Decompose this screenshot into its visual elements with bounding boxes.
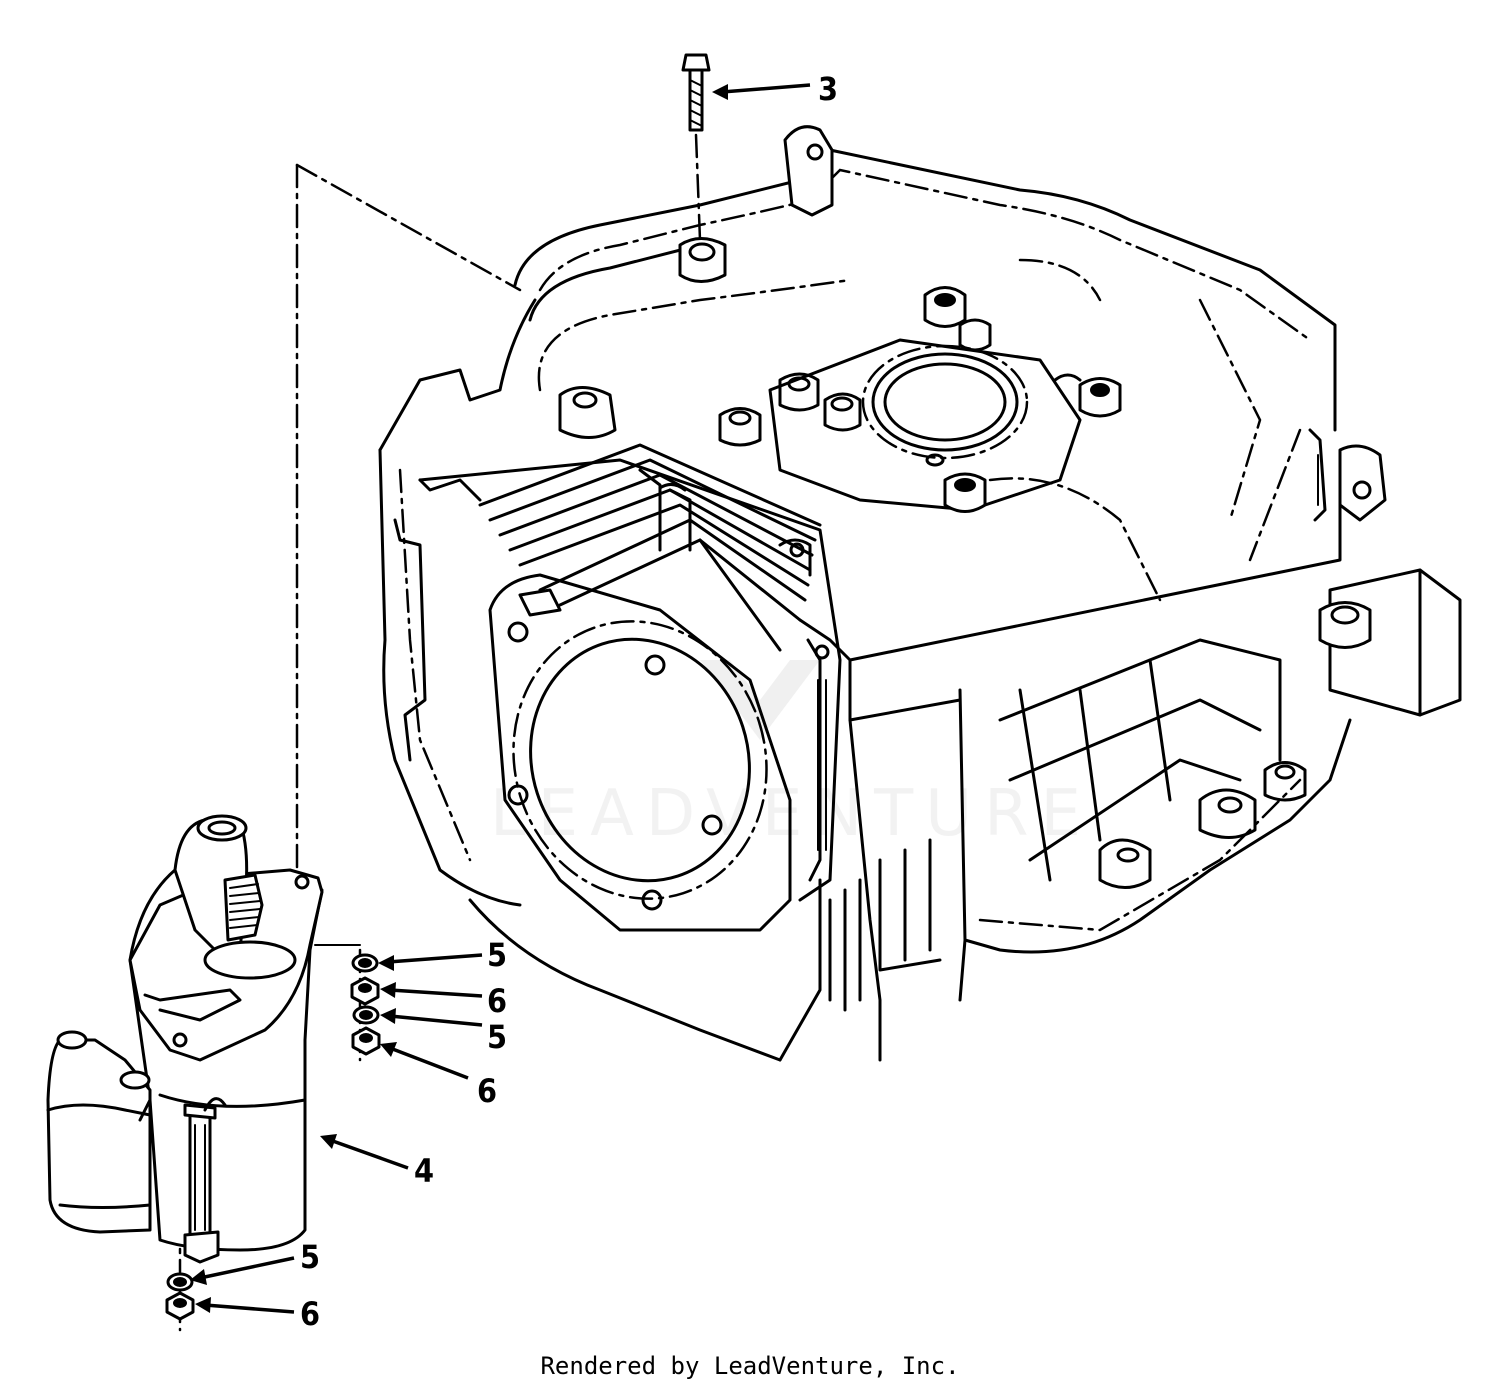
- main-bearing-seal: [861, 344, 1029, 460]
- callout-label-6b: 6: [477, 1072, 497, 1110]
- starter-motor[interactable]: [46, 814, 324, 1264]
- callout-label-6c: 6: [300, 1295, 320, 1333]
- callout-label-5c: 5: [300, 1238, 320, 1276]
- callout-arrows: [190, 83, 811, 1314]
- nut-6c[interactable]: [165, 1291, 195, 1321]
- nut-6b[interactable]: [351, 1026, 381, 1056]
- callout-label-4: 4: [414, 1152, 434, 1190]
- cylinder-bore: [512, 620, 768, 900]
- callout-label-5a: 5: [487, 936, 507, 974]
- washer-5a[interactable]: [351, 953, 379, 973]
- callout-label-3: 3: [818, 70, 838, 108]
- starter-bolt[interactable]: [681, 53, 711, 242]
- engine-crankcase[interactable]: [378, 125, 1462, 1062]
- washer-5b[interactable]: [352, 1005, 380, 1025]
- leadventure-logo-icon: [700, 660, 820, 740]
- pinion-teeth: [229, 883, 261, 929]
- nut-6a[interactable]: [350, 976, 380, 1006]
- callout-label-6a: 6: [487, 982, 507, 1020]
- callout-label-5b: 5: [487, 1018, 507, 1056]
- washer-5c[interactable]: [166, 1272, 194, 1292]
- footer-credit: Rendered by LeadVenture, Inc.: [540, 1352, 960, 1380]
